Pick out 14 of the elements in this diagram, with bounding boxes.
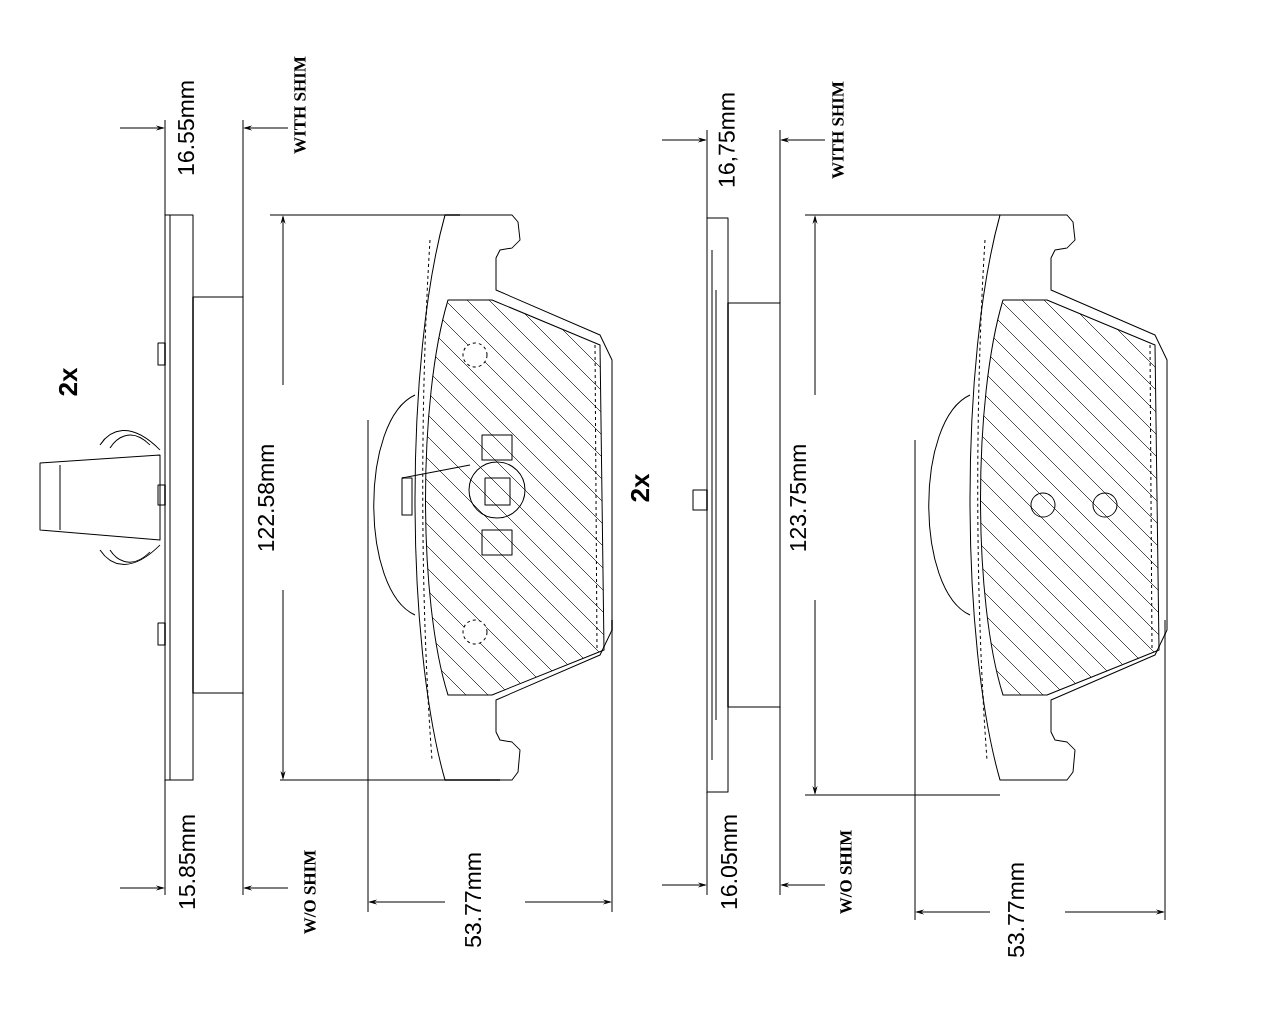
shim-label: WITH SHIM xyxy=(294,56,306,154)
dimension-label: 16.05mm xyxy=(720,815,738,909)
dimension-label: 53.77mm xyxy=(464,853,482,947)
dimension-label: 16,75mm xyxy=(718,93,738,187)
shim-label: W/O SHIM xyxy=(304,850,316,935)
dimension-label: 53.77mm xyxy=(1007,863,1025,957)
shim-label: WITH SHIM xyxy=(832,81,844,179)
shim-label: W/O SHIM xyxy=(840,830,852,915)
dimension-label: 123.75mm xyxy=(789,445,807,551)
quantity-label: 2x xyxy=(58,367,78,396)
dimension-label: 15.85mm xyxy=(178,815,196,909)
dimension-label: 122.58mm xyxy=(257,445,275,551)
dimension-label: 16.55mm xyxy=(177,81,195,175)
quantity-label: 2x xyxy=(630,473,650,502)
